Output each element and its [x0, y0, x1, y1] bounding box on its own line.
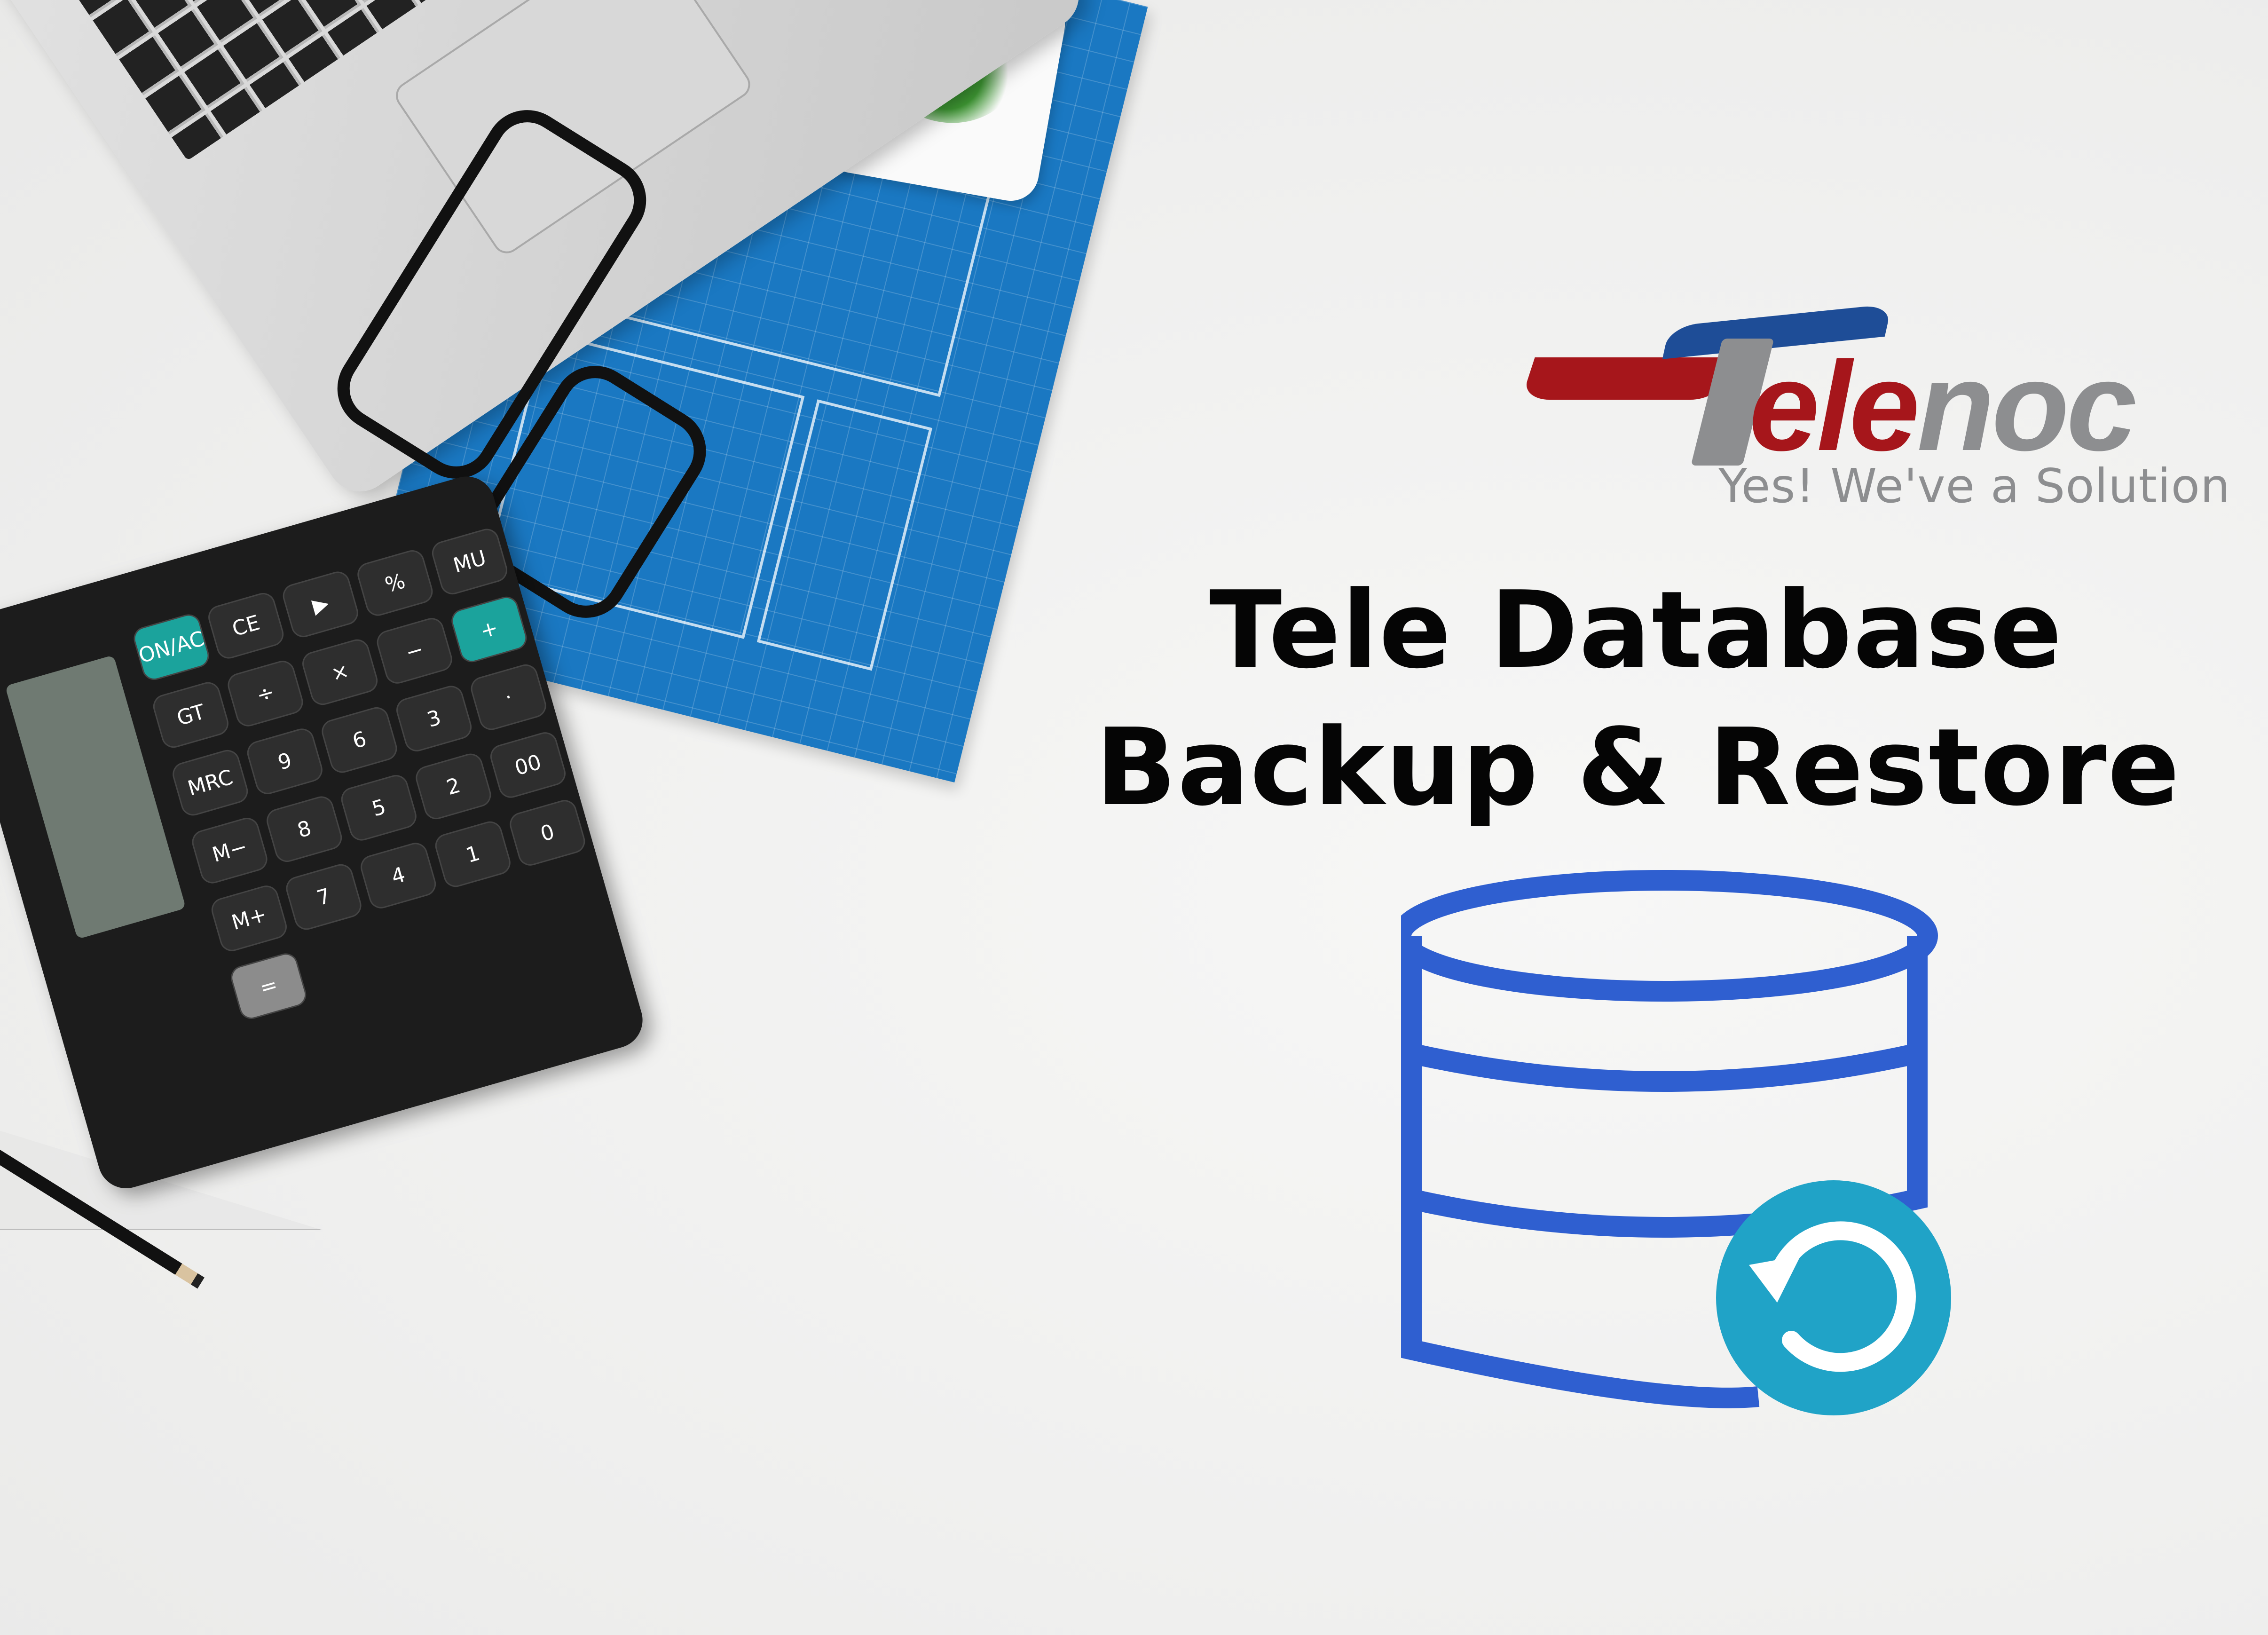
calculator-key: 6 [319, 704, 400, 776]
logo-word-red: ele [1749, 336, 1920, 477]
database-restore-icon [1401, 870, 1951, 1415]
calculator-key: CE [205, 590, 287, 662]
calculator-key: GT [150, 679, 232, 751]
calculator-key: % [354, 547, 436, 619]
logo-tagline: Yes! We've a Solution [1718, 458, 2231, 513]
calculator-key: 2 [413, 750, 494, 822]
calculator-key: 00 [487, 729, 569, 801]
restore-badge-circle [1716, 1180, 1951, 1415]
calculator-key: M− [189, 814, 270, 886]
restore-arrow-icon [1768, 1221, 1916, 1372]
calculator-key: ▶ [280, 569, 361, 640]
calculator-key: ON/AC [131, 611, 212, 683]
calculator-key: − [374, 615, 455, 687]
page-title: Tele Database Backup & Restore [1095, 562, 2181, 837]
title-line-1: Tele Database [1209, 569, 2063, 692]
calculator-key: MU [429, 526, 511, 598]
restore-arrowhead-icon [1749, 1256, 1801, 1303]
logo-word-grey: noc [1917, 336, 2137, 477]
telenoc-logo: elenoc Yes! We've a Solution [1521, 304, 2230, 522]
calculator-key: 7 [283, 861, 364, 933]
calculator-key: MRC [170, 747, 251, 819]
db-top-ellipse [1401, 870, 1938, 1002]
calculator-key: + [449, 593, 530, 665]
calculator-key: × [299, 636, 381, 708]
calculator-key: 0 [507, 797, 588, 869]
calculator-key: 4 [357, 840, 439, 911]
calculator-key: 5 [338, 772, 419, 844]
logo-wordmark: elenoc [1749, 343, 2137, 470]
calculator-key: 3 [393, 683, 475, 755]
restore-badge-icon [1716, 1180, 1951, 1415]
calculator-key: · [468, 661, 549, 733]
calculator-key: 8 [264, 793, 345, 865]
db-lower-band [1401, 1199, 1760, 1408]
calculator-key: ÷ [225, 658, 306, 729]
calculator-key: = [228, 950, 309, 1022]
title-line-2: Backup & Restore [1095, 706, 2181, 829]
logo-red-swoosh [1521, 357, 1732, 400]
db-upper-band [1401, 936, 1928, 1092]
calculator-key: 1 [432, 818, 513, 890]
calculator-key: M+ [208, 883, 290, 954]
calculator-key: 9 [244, 726, 325, 798]
